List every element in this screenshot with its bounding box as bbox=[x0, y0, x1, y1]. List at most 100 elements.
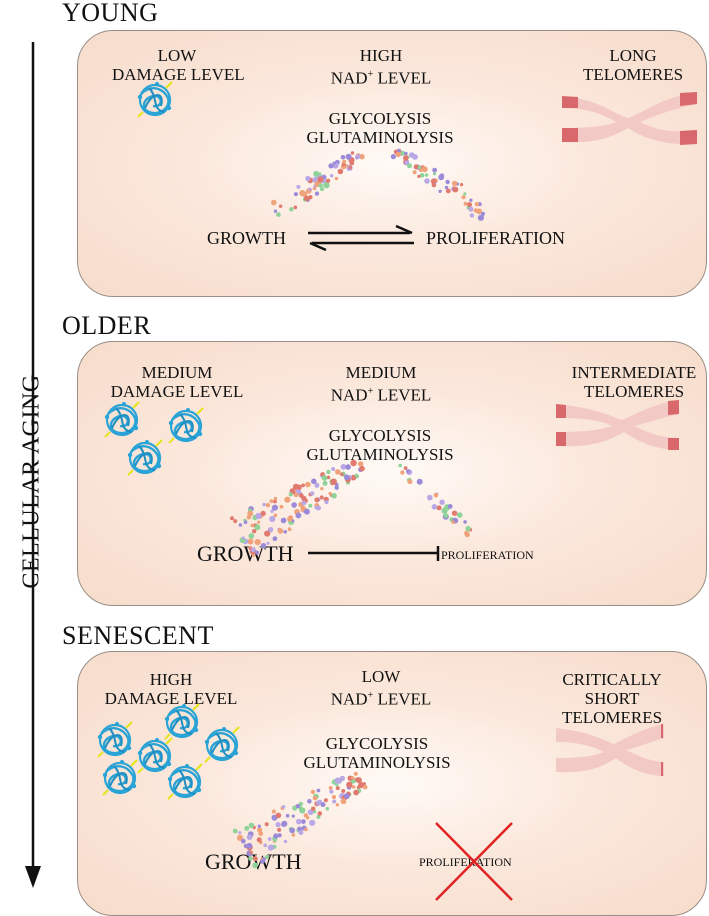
metabolite-dot bbox=[431, 504, 438, 510]
metabolite-dot bbox=[469, 198, 473, 202]
metabolite-dot bbox=[313, 170, 320, 177]
metabolite-dot bbox=[301, 819, 306, 824]
metabolite-dot bbox=[463, 201, 468, 206]
metabolite-dot bbox=[329, 789, 334, 794]
metabolite-dot bbox=[340, 798, 347, 805]
metabolite-dot bbox=[281, 821, 287, 827]
metabolite-dot bbox=[400, 470, 405, 475]
metabolite-dot bbox=[293, 492, 299, 498]
metabolite-dot bbox=[469, 213, 475, 218]
metabolite-dot bbox=[322, 480, 328, 486]
stage-title-older: OLDER bbox=[62, 311, 152, 340]
metabolite-dot bbox=[232, 828, 238, 834]
protein-icon bbox=[166, 762, 204, 801]
metabolite-dot bbox=[249, 850, 253, 855]
proliferation-label-older: PROLIFERATION bbox=[441, 548, 534, 562]
metabolite-dot bbox=[332, 161, 336, 165]
metabolite-dot bbox=[432, 172, 437, 176]
metabolite-dot bbox=[348, 165, 352, 170]
metabolite-dot bbox=[308, 503, 313, 508]
metabolite-dot bbox=[254, 524, 261, 531]
metabolite-dot bbox=[351, 776, 355, 780]
protein-icon bbox=[136, 736, 174, 775]
metabolite-dot bbox=[445, 179, 450, 185]
metabolite-dot bbox=[279, 504, 284, 509]
metabolite-dot bbox=[291, 814, 295, 818]
metabolite-stream-growth bbox=[232, 771, 368, 869]
metabolite-dot bbox=[335, 786, 340, 791]
metabolite-dot bbox=[439, 499, 445, 505]
metabolite-dot bbox=[312, 795, 318, 801]
metabolite-dot bbox=[310, 491, 315, 496]
metabolite-dot bbox=[311, 806, 316, 811]
metabolite-dot bbox=[273, 833, 279, 839]
protein-icon bbox=[101, 758, 139, 797]
metabolite-dot bbox=[255, 512, 262, 520]
metabolite-dot bbox=[412, 170, 417, 175]
metabolite-dot bbox=[335, 803, 340, 807]
panel-senescent bbox=[77, 651, 707, 916]
growth-label-young: GROWTH bbox=[207, 228, 286, 248]
proliferation-label-senescent: PROLIFERATION bbox=[419, 855, 512, 869]
metabolite-dot bbox=[230, 516, 234, 521]
metabolite-dot bbox=[277, 528, 284, 534]
metabolite-dot bbox=[474, 202, 480, 207]
metabolite-dot bbox=[307, 799, 312, 804]
metabolite-dot bbox=[342, 159, 347, 164]
metabolite-dot bbox=[252, 856, 258, 862]
protein-icon bbox=[136, 80, 174, 119]
metabolite-dot bbox=[433, 493, 439, 498]
growth-label-senescent: GROWTH bbox=[205, 849, 302, 874]
metabolite-dot bbox=[403, 466, 408, 470]
metabolite-dot bbox=[243, 520, 248, 525]
metabolite-dot bbox=[331, 794, 337, 800]
metabolite-dot bbox=[257, 520, 261, 524]
metabolite-dot bbox=[288, 492, 293, 497]
metabolite-dot bbox=[263, 843, 268, 848]
metabolite-dot bbox=[328, 163, 334, 169]
metabolite-dot bbox=[320, 187, 324, 192]
metabolite-dot bbox=[262, 502, 266, 507]
metabolite-dot bbox=[443, 513, 449, 519]
metabolite-dot bbox=[463, 520, 467, 524]
metabolite-dot bbox=[277, 833, 282, 838]
metabolite-dot bbox=[444, 185, 449, 190]
protein-icon bbox=[203, 725, 241, 764]
metabolite-dot bbox=[308, 187, 312, 191]
metabolite-dot bbox=[328, 786, 333, 790]
metabolite-dot bbox=[298, 493, 304, 498]
metabolite-dot bbox=[353, 771, 358, 776]
panel-older bbox=[77, 341, 707, 606]
metabolite-dot bbox=[303, 508, 310, 515]
metabolite-dot bbox=[252, 862, 259, 869]
metabolite-dot bbox=[317, 811, 323, 816]
metabolite-stream-growth bbox=[271, 151, 365, 217]
metabolite-dot bbox=[276, 212, 281, 217]
metabolite-dot bbox=[325, 178, 331, 183]
metabolite-dot bbox=[307, 809, 314, 816]
metabolite-dot bbox=[332, 799, 337, 804]
metabolite-dot bbox=[417, 165, 422, 170]
metabolite-dot bbox=[404, 151, 408, 156]
metabolite-dot bbox=[254, 550, 260, 555]
metabolite-dot bbox=[264, 822, 269, 827]
inhibition-line bbox=[308, 546, 440, 561]
stage-title-young: YOUNG bbox=[62, 0, 159, 27]
metabolite-dot bbox=[326, 469, 331, 475]
metabolite-dot bbox=[451, 520, 455, 524]
metabolite-dot bbox=[340, 155, 346, 160]
metabolite-dot bbox=[353, 789, 359, 796]
proliferation-label-young: PROLIFERATION bbox=[426, 228, 566, 248]
metabolite-dot bbox=[460, 183, 464, 187]
metabolite-dot bbox=[473, 208, 478, 213]
metabolite-dot bbox=[273, 838, 277, 843]
metabolite-dot bbox=[362, 784, 368, 790]
metabolite-dot bbox=[301, 500, 307, 506]
metabolite-stream-proliferation bbox=[398, 463, 473, 538]
metabolite-dot bbox=[409, 152, 415, 158]
metabolite-dot bbox=[277, 827, 282, 832]
metabolite-dot bbox=[441, 507, 448, 514]
